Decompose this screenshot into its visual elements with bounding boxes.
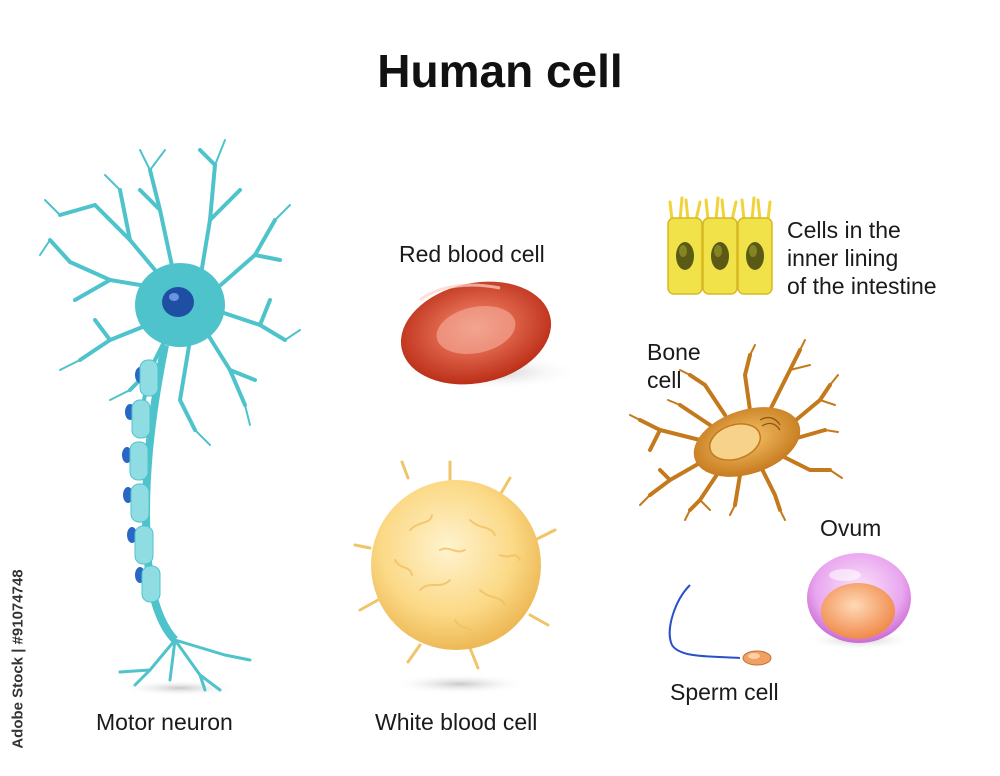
label-intestine-line-2: inner lining [787,245,899,271]
motor-neuron-illustration [39,139,301,696]
label-sperm-cell: Sperm cell [670,679,779,705]
bone-cell-illustration [629,339,843,521]
diagram-title: Human cell [377,45,623,97]
intestine-cells-illustration [667,196,773,295]
red-blood-cell-illustration [400,281,580,390]
label-white-blood-cell: White blood cell [375,709,538,735]
white-blood-cell-illustration [353,460,557,694]
ovum-illustration [805,553,915,650]
label-ovum: Ovum [820,515,882,541]
label-intestine-line-3: of the intestine [787,273,937,299]
label-bone-line-1: Bone [647,339,701,365]
label-red-blood-cell: Red blood cell [399,241,545,267]
stock-watermark: Adobe Stock | #91074748 [6,548,30,770]
label-intestine-cells: Cells in the inner lining of the intesti… [787,216,937,300]
watermark-text: Adobe Stock | #91074748 [9,569,27,749]
label-intestine-line-1: Cells in the [787,217,901,243]
label-bone-line-2: cell [647,367,682,393]
label-bone-cell: Bone cell [647,338,701,394]
label-motor-neuron: Motor neuron [96,709,233,735]
sperm-cell-illustration [668,584,772,666]
